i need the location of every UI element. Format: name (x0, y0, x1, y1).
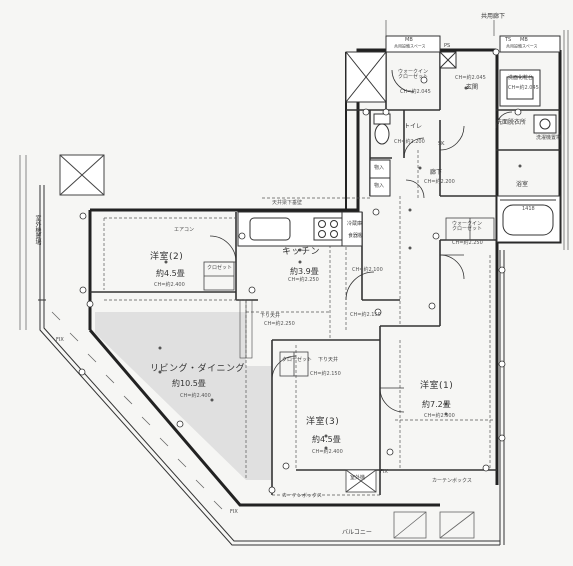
western1-area: 約7.2畳 (422, 400, 451, 409)
hall3-ch: CH=約2.150 (350, 312, 381, 318)
walkin-closet-label: ウォークイン クローゼット (398, 69, 429, 80)
western3-area: 約4.5畳 (312, 435, 341, 444)
balcony-ticks (51, 311, 223, 510)
bathtub (496, 195, 561, 243)
bath-label: 浴室 (516, 181, 529, 188)
door-swings (209, 69, 513, 413)
kitchen-counter (237, 211, 363, 247)
beam-top-label: 天井梁下垂壁 (272, 200, 303, 206)
toilet-ch: CH=約2.200 (394, 139, 425, 145)
curtain-box2-label: カーテンボックス (282, 493, 322, 499)
washroom-ch: CH=約2.045 (508, 85, 539, 91)
fix3-label: FIX (380, 469, 388, 475)
light-fixtures (158, 86, 522, 450)
kitchen-shelf-label: 食器棚 (348, 233, 364, 239)
mb-left-sub-label: 共用設備スペース (394, 44, 426, 49)
beam-note1: 下り天井 (260, 313, 281, 319)
fridge-label: 冷蔵庫 (347, 221, 363, 227)
ts-label: TS (505, 37, 512, 43)
toilet-fixture (373, 113, 391, 145)
corridor-top-label: 共用廊下 (481, 13, 506, 20)
dashed-ceiling-lines (103, 150, 495, 496)
mb-left-label: MB (405, 37, 413, 43)
living-area: 約10.5畳 (172, 379, 206, 388)
western3-label: 洋室(3) (306, 417, 340, 427)
western2-label: 洋室(2) (150, 252, 184, 262)
living-label: リビング・ダイニング (150, 364, 246, 374)
walkin2-ch: CH=約2.250 (452, 240, 483, 246)
closet-w2-label: クロゼット (207, 265, 233, 271)
walkin2-label: ウォークイン クローゼット (452, 221, 483, 232)
living-shaded-area (95, 312, 272, 480)
washroom-fixtures (499, 69, 557, 134)
fix1-label: FIX (56, 337, 64, 343)
entrance-label: 玄関 (466, 84, 479, 91)
outdoor-unit-label: 室外機置場 (34, 215, 41, 245)
western1-ch: CH=約2.500 (424, 413, 455, 419)
shaft-boxes (345, 35, 561, 103)
western2-area: 約4.5畳 (156, 269, 185, 278)
shelf1-label: 物入 (374, 165, 385, 171)
fix2-label: FIX (230, 509, 238, 515)
right-edge-lines (385, 20, 569, 250)
washstand-label: 洗面化粧台 (508, 75, 534, 81)
kitchen-label: キッチン (282, 247, 321, 257)
svc-label: SK (438, 141, 445, 147)
closet-w3-label: クローゼット (282, 357, 313, 363)
mid-ch2: CH=約2.150 (310, 371, 341, 377)
balcony-label: バルコニー (342, 529, 372, 536)
kitchen-ch: CH=約2.250 (288, 277, 319, 283)
western3-ch: CH=約2.400 (312, 449, 343, 455)
ac-label: エアコン (174, 227, 195, 233)
storage-boxes (369, 159, 391, 197)
shelf2-label: 物入 (374, 183, 385, 189)
closet-doors (203, 217, 495, 493)
entrance-ch: CH=約2.045 (455, 75, 486, 81)
living-ch: CH=約2.400 (180, 393, 211, 399)
toilet-label: トイレ (404, 123, 423, 130)
outdoor-unit-area (19, 154, 105, 330)
western1-label: 洋室(1) (420, 381, 454, 391)
hall-ch: CH=約2.200 (424, 179, 455, 185)
ps-label: PS (444, 43, 451, 49)
balcony-outline (38, 185, 505, 546)
kitchen-area: 約3.9畳 (290, 267, 319, 276)
bath-size: 1418 (522, 206, 535, 212)
washroom-label: 洗面脱衣所 (496, 119, 527, 126)
curtain-box-label: カーテンボックス (432, 478, 472, 484)
walkin-closet-ch: CH=約2.045 (400, 89, 431, 95)
beam-note2: 下り天井 (318, 357, 339, 363)
mb-right-label: MB (520, 37, 528, 43)
mb-right-sub-label: 共用設備スペース (506, 44, 538, 49)
western2-ch: CH=約2.400 (154, 282, 185, 288)
laundry-label: 洗濯機置場 (536, 135, 562, 141)
outlet-symbols (78, 48, 522, 494)
storage-unit-label: 室外機 (350, 475, 366, 481)
sliding-panels (239, 299, 253, 359)
hall2-ch: CH=約2.100 (352, 267, 383, 273)
interior-walls (90, 52, 560, 495)
balcony-boxes (393, 511, 475, 539)
hall-label: 廊下 (430, 169, 443, 176)
mid-ch1: CH=約2.250 (264, 321, 295, 327)
